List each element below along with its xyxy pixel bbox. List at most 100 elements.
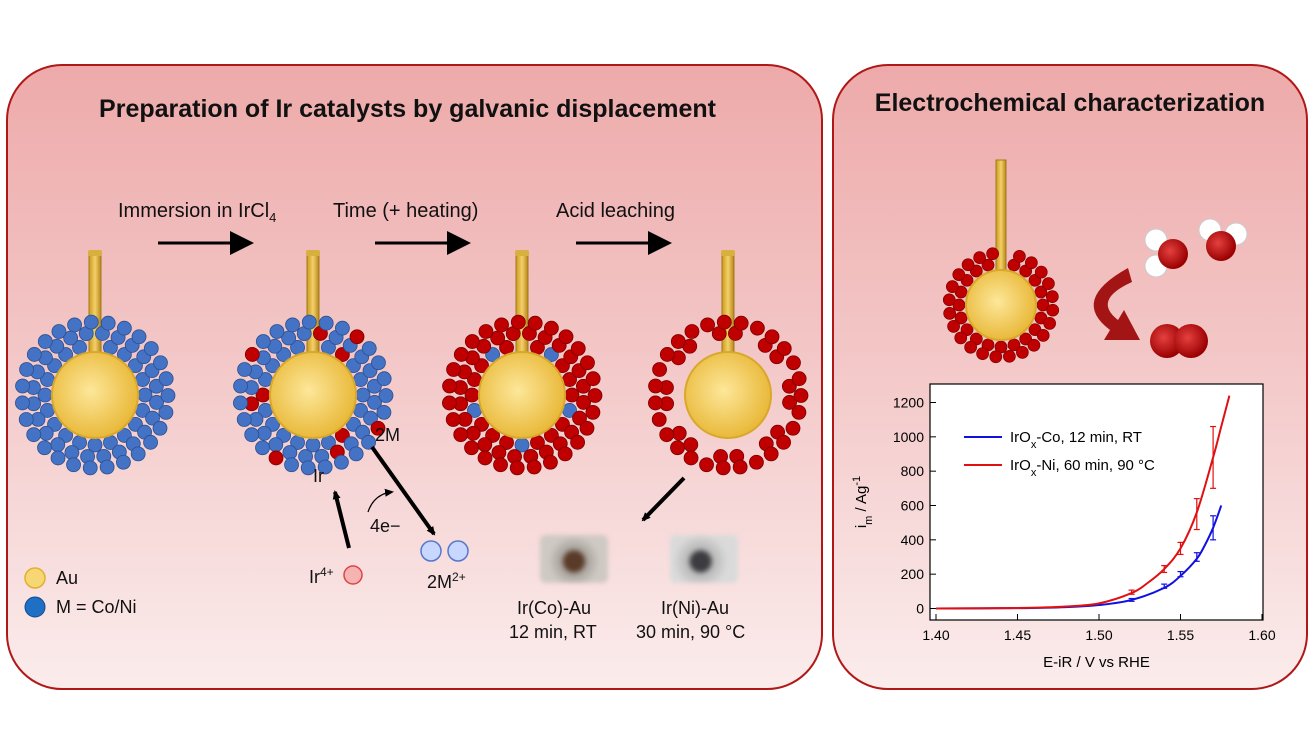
ir-ion-label: Ir4+ xyxy=(309,565,334,587)
metal-atom xyxy=(100,315,116,331)
y-tick-label: 1000 xyxy=(893,429,924,445)
electron-label: 4e− xyxy=(370,516,401,536)
sample-co-condition: 12 min, RT xyxy=(509,622,597,642)
ir-atom xyxy=(732,459,748,475)
ir-atom xyxy=(570,341,586,356)
wire-tip xyxy=(306,250,320,256)
ir-atom xyxy=(763,446,779,462)
metal-atom xyxy=(376,404,392,420)
metal-atom xyxy=(158,371,174,387)
ni-series-error-bar xyxy=(1177,541,1184,556)
metal-label: 2M xyxy=(375,425,401,445)
step-time-label: Time (+ heating) xyxy=(333,200,479,222)
ir-atom xyxy=(585,404,601,420)
ir-atom xyxy=(544,320,559,336)
metal-atom xyxy=(233,395,248,411)
ir-atom xyxy=(670,440,685,456)
ir-atom xyxy=(1025,256,1038,270)
ir-atom xyxy=(268,450,284,466)
ir-atom xyxy=(776,341,792,356)
metal-atom xyxy=(317,459,333,475)
co-series-legend-label: IrOx-Co, 12 min, RT xyxy=(1010,429,1142,451)
ir-atom xyxy=(445,412,461,427)
reaction-ions xyxy=(24,540,469,618)
arrow-metal-dissolution xyxy=(370,445,436,536)
sample-ni-name: Ir(Ni)-Au xyxy=(661,598,729,618)
x-tick-label: 1.40 xyxy=(922,627,949,643)
ir-atom xyxy=(509,460,525,476)
ir-atom xyxy=(976,347,989,360)
ir-atom xyxy=(791,371,807,387)
ir-atom xyxy=(786,355,801,371)
metal-atom xyxy=(67,317,82,333)
ir-atom xyxy=(1046,303,1060,317)
oxygen-molecule-icon xyxy=(1150,324,1208,358)
metal-atom xyxy=(318,315,334,331)
metal-atom xyxy=(269,324,285,339)
ir-atom xyxy=(543,454,558,470)
co-series-error-bar xyxy=(1128,597,1135,602)
ni-series-error-bar xyxy=(1210,425,1217,489)
ir-atom xyxy=(1042,277,1055,290)
ir-atom xyxy=(580,355,595,371)
ir-atom xyxy=(1013,250,1026,263)
ir-atom xyxy=(684,324,700,339)
ir-atom xyxy=(700,317,715,333)
metal-atom xyxy=(236,412,252,427)
ir-atom xyxy=(764,329,780,345)
ir-atom xyxy=(683,450,699,466)
metal-atom xyxy=(15,378,30,394)
metal-atom xyxy=(18,412,34,427)
ir-atom xyxy=(942,293,956,307)
metal-atom xyxy=(117,320,132,336)
ir-atom xyxy=(464,440,479,456)
ir-atom xyxy=(659,347,675,362)
ni-series-legend-label: IrOx-Ni, 60 min, 90 °C xyxy=(1010,457,1155,479)
x-tick-label: 1.45 xyxy=(1004,627,1031,643)
ir-atom xyxy=(558,329,574,345)
arrow-to-samples xyxy=(641,476,686,522)
metal-atom xyxy=(15,395,30,411)
ir-atom xyxy=(494,317,509,333)
water-molecule-icon xyxy=(1144,228,1188,278)
metal-atom xyxy=(130,446,146,462)
particle-immersion xyxy=(233,250,394,476)
ir-atom xyxy=(943,307,957,320)
ir-atom xyxy=(1007,338,1021,352)
metal-atom xyxy=(82,460,98,476)
ir-atom xyxy=(1027,338,1041,352)
chart-plot-area xyxy=(929,383,1264,621)
metal-atom xyxy=(335,320,350,336)
electron-transfer-arrow xyxy=(367,488,394,513)
metal-atom xyxy=(233,378,248,394)
ni-series-error-bar xyxy=(1128,589,1135,595)
ir-atom xyxy=(1034,265,1048,279)
ir-atom xyxy=(579,420,595,436)
sample-co-name: Ir(Co)-Au xyxy=(517,598,592,618)
co-series-error-bar xyxy=(1193,552,1200,562)
y-tick-label: 0 xyxy=(916,601,924,617)
ir-atom xyxy=(652,362,667,377)
ir-atom xyxy=(442,395,457,411)
process-arrows xyxy=(158,231,686,549)
ir-atom xyxy=(973,251,986,264)
metal-atom xyxy=(361,341,377,356)
particle-initial xyxy=(15,250,176,476)
ir-atom xyxy=(947,320,960,333)
metal-atom xyxy=(83,314,99,330)
metal-atom xyxy=(50,450,66,466)
x-tick-label: 1.60 xyxy=(1248,627,1275,643)
ir-atom xyxy=(749,454,764,470)
ir-atom xyxy=(478,324,494,339)
metal-atom xyxy=(148,378,164,394)
y-tick-label: 600 xyxy=(901,498,925,514)
y-axis-label: im / Ag-1 xyxy=(851,476,875,528)
ir-atom xyxy=(716,314,732,330)
y-tick-label: 800 xyxy=(901,463,925,479)
ir-atom xyxy=(576,395,591,410)
metal-ion-icon-2 xyxy=(447,540,469,562)
metal-atom xyxy=(26,347,42,362)
ir-atom xyxy=(648,395,663,411)
co-series-error-bar xyxy=(1161,583,1168,589)
